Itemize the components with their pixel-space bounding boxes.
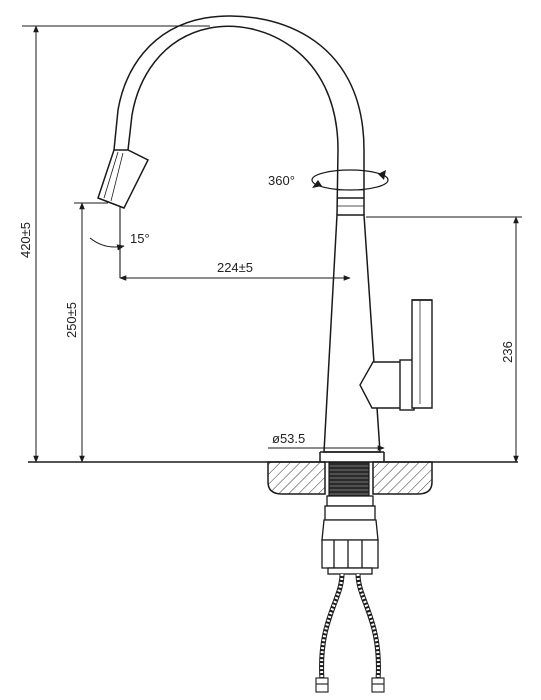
spray-angle-indicator [89,206,125,278]
rotation-indicator [311,169,389,191]
threaded-shank [328,461,370,497]
total-height-dimension [22,25,210,463]
mounting-nut [321,495,379,575]
supply-hoses [315,573,385,693]
gooseneck-spout [113,15,365,216]
base-diameter-label: ø53.5 [272,431,305,446]
spout-reach-label: 224±5 [217,260,253,275]
body-height-label: 236 [500,341,515,363]
spout-height-dimension [74,202,108,463]
spout-height-label: 250±5 [64,302,79,338]
rotation-label: 360° [268,173,295,188]
spray-head [97,149,150,209]
spray-angle-label: 15° [130,231,150,246]
countertop-section [267,461,433,495]
body-height-dimension [366,216,522,463]
handle-lever [359,299,433,411]
total-height-label: 420±5 [18,222,33,258]
faucet-body [323,214,381,453]
